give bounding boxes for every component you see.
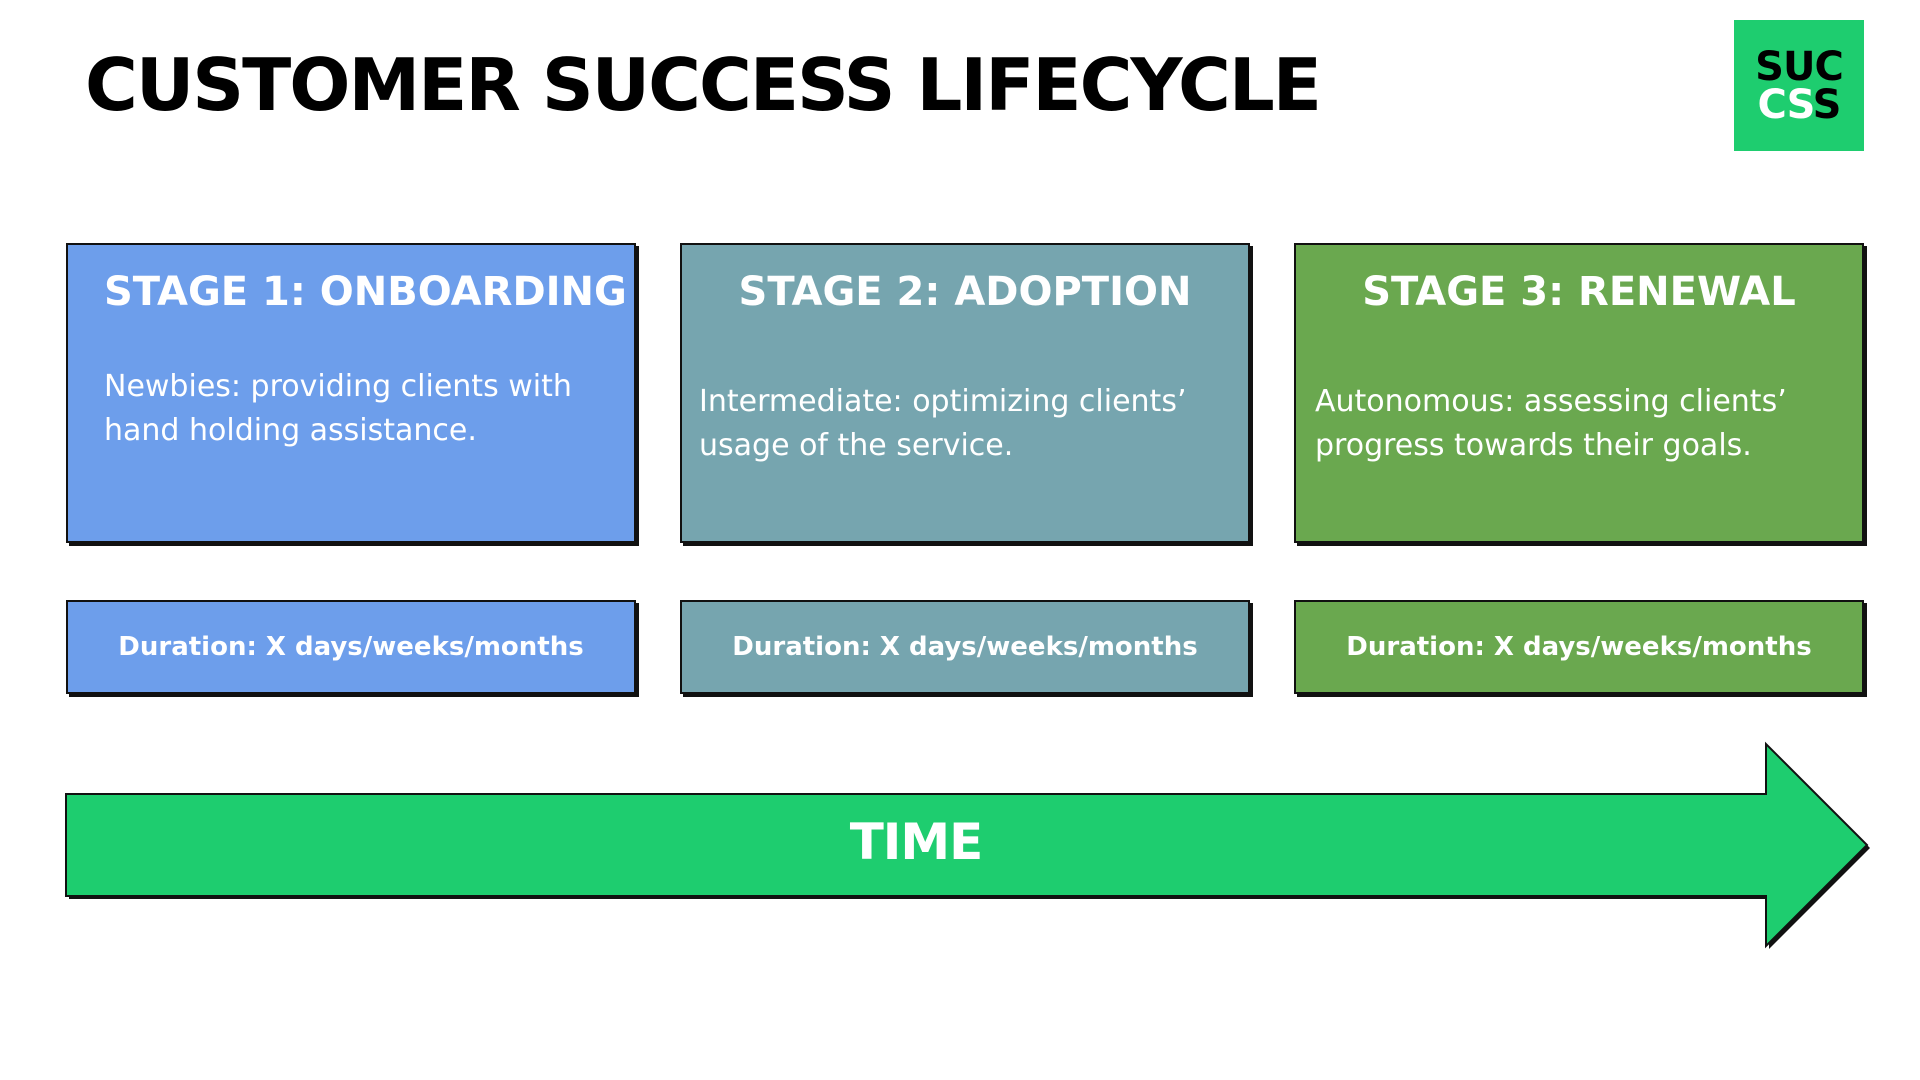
logo-text-top: SUC: [1755, 43, 1844, 90]
duration-adoption: Duration: X days/weeks/months: [680, 600, 1250, 694]
logo-text-bottom: CSS: [1758, 85, 1842, 125]
stage-title: STAGE 1: ONBOARDING: [104, 269, 627, 315]
stage-card-onboarding: STAGE 1: ONBOARDING Newbies: providing c…: [66, 243, 636, 543]
stage-title: STAGE 3: RENEWAL: [1362, 269, 1796, 315]
stage-card-renewal: STAGE 3: RENEWAL Autonomous: assessing c…: [1294, 243, 1864, 543]
stage-card-adoption: STAGE 2: ADOPTION Intermediate: optimizi…: [680, 243, 1250, 543]
duration-onboarding: Duration: X days/weeks/months: [66, 600, 636, 694]
logo-text-bottom-light: CS: [1757, 81, 1814, 128]
brand-logo: SUC CSS: [1734, 20, 1864, 151]
page-title: CUSTOMER SUCCESS LIFECYCLE: [85, 43, 1322, 127]
duration-renewal: Duration: X days/weeks/months: [1294, 600, 1864, 694]
logo-text-bottom-dark: S: [1812, 81, 1842, 128]
stage-description: Intermediate: optimizing clients’ usage …: [699, 384, 1187, 463]
time-label: TIME: [849, 813, 984, 871]
stage-description: Autonomous: assessing clients’ progress …: [1315, 384, 1787, 463]
stage-description: Newbies: providing clients with hand hol…: [104, 369, 572, 448]
stage-title: STAGE 2: ADOPTION: [738, 269, 1192, 315]
